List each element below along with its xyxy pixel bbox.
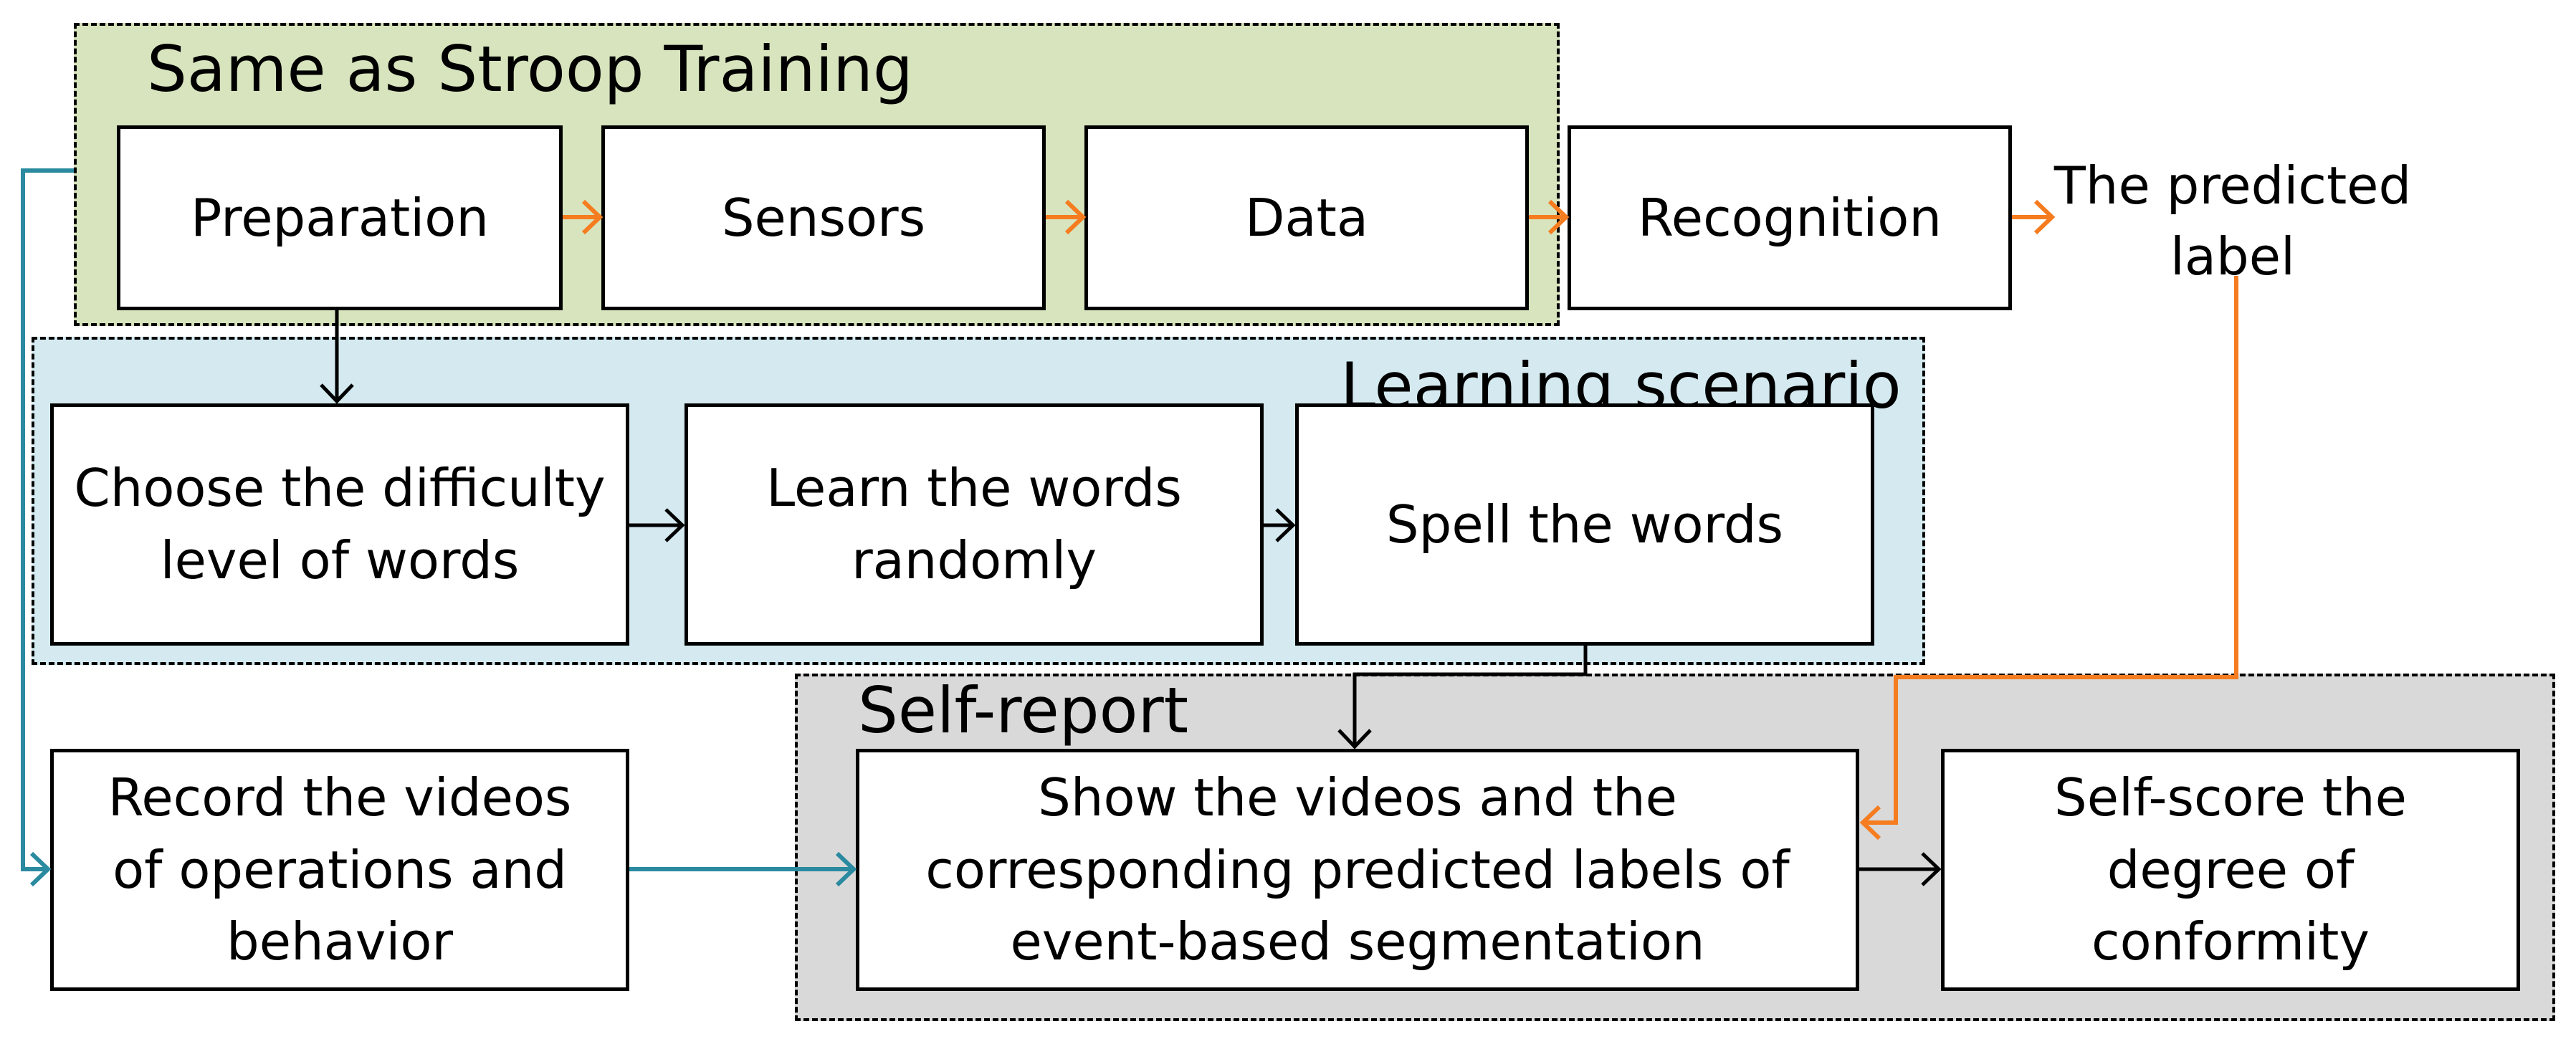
orange-arrow-data-to-recognition [1529, 199, 1570, 235]
show-videos-box: Show the videos and the corresponding pr… [856, 749, 1859, 991]
preparation-box: Preparation [117, 125, 563, 310]
data-box: Data [1084, 125, 1529, 310]
self-score-box: Self-score the degree of conformity [1941, 749, 2520, 991]
self-report-title: Self-report [858, 674, 1189, 747]
teal-arrow-stroop-to-record [21, 168, 74, 887]
choose-difficulty-box: Choose the difficulty level of words [50, 403, 629, 646]
teal-arrow-record-to-show [629, 851, 857, 887]
learn-words-box: Learn the words randomly [684, 403, 1264, 646]
orange-arrow-sensors-to-data [1046, 199, 1087, 235]
orange-arrow-preparation-to-sensors [563, 199, 604, 235]
spell-words-box: Spell the words [1295, 403, 1874, 646]
stroop-training-title: Same as Stroop Training [147, 32, 913, 106]
orange-arrow-label-to-show-videos [1859, 276, 2238, 841]
record-videos-box: Record the videos of operations and beha… [50, 749, 629, 991]
sensors-box: Sensors [601, 125, 1046, 310]
black-arrow-preparation-to-choose [320, 310, 354, 404]
black-arrow-spell-to-show-videos [1337, 646, 1588, 750]
predicted-label-text: The predicted label [2053, 155, 2412, 287]
black-arrow-show-to-self-score [1859, 852, 1942, 886]
black-arrow-learn-to-spell [1264, 508, 1296, 542]
black-arrow-choose-to-learn [629, 508, 685, 542]
recognition-box: Recognition [1568, 125, 2012, 310]
orange-arrow-recognition-to-label [2012, 199, 2056, 235]
